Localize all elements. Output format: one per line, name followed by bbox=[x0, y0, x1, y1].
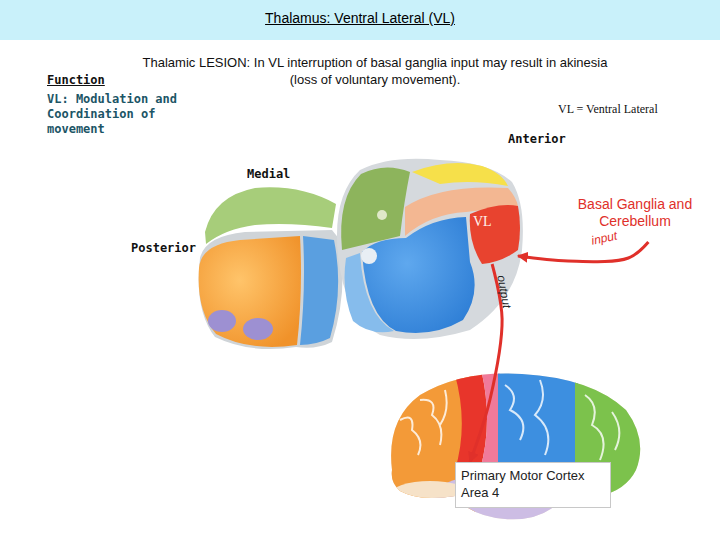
direction-label: Medial bbox=[247, 167, 347, 181]
node-text: Basal Ganglia and Cerebellum bbox=[568, 196, 702, 230]
thalamus-posterior bbox=[199, 187, 343, 349]
function-text: VL: Modulation and Coordination of movem… bbox=[47, 92, 212, 137]
direction-label: Anterior bbox=[508, 132, 608, 146]
target-box: Primary Motor Cortex Area 4 bbox=[455, 462, 611, 508]
title: Thalamus: Ventral Lateral (VL) bbox=[0, 10, 720, 26]
thalamus-anterior bbox=[337, 159, 523, 339]
lesion-note: Thalamic LESION: In VL interruption of b… bbox=[140, 54, 610, 88]
brain bbox=[385, 365, 655, 528]
arrow-connector bbox=[518, 242, 648, 262]
direction-label: Posterior bbox=[131, 241, 231, 255]
region-outline bbox=[470, 205, 520, 264]
edge-label: input bbox=[590, 229, 618, 248]
abbreviation-note: VL = Ventral Lateral bbox=[558, 102, 708, 117]
node-text: Primary Motor Cortex Area 4 bbox=[461, 467, 605, 501]
node-text: VL bbox=[473, 214, 492, 230]
source-label: Basal Ganglia and Cerebellum bbox=[568, 196, 702, 242]
vl-region: VL bbox=[458, 192, 520, 264]
title-band bbox=[0, 0, 720, 40]
function-heading: Function bbox=[47, 73, 167, 87]
